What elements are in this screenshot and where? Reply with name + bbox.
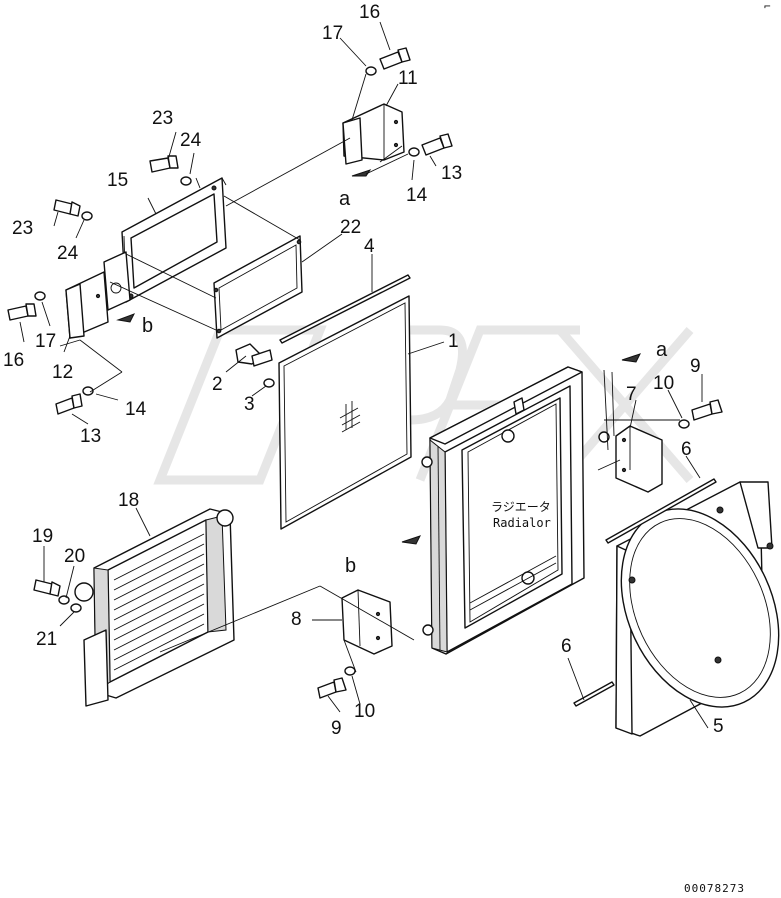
callout-9-lower: 9 (331, 718, 342, 739)
callout-10-right: 10 (653, 373, 674, 394)
washer-17-top (365, 66, 377, 76)
leader-lines (19, 21, 709, 729)
frame-part-15 (121, 177, 227, 303)
seal-part-6-lower (573, 681, 615, 707)
washer-20 (58, 595, 70, 605)
washer-14-top (408, 147, 420, 157)
callout-16-left: 16 (3, 350, 24, 371)
washer-24-left (81, 211, 93, 221)
callout-12: 12 (52, 362, 73, 383)
callout-13-left: 13 (80, 426, 101, 447)
callout-23-left: 23 (12, 218, 33, 239)
ref-b-left: b (142, 315, 153, 337)
washer-3 (263, 378, 275, 388)
callout-18: 18 (118, 490, 139, 511)
callout-16-top: 16 (359, 2, 380, 23)
callouts: 16 17 11 13 14 23 24 15 22 4 23 24 16 17… (3, 2, 724, 739)
callout-14-left: 14 (125, 399, 147, 420)
bolt-9-lower (317, 677, 347, 699)
shroud-part-5 (615, 481, 780, 737)
bolt-13-left (55, 393, 83, 415)
callout-7: 7 (626, 384, 637, 405)
callout-22: 22 (340, 217, 361, 238)
callout-17-top: 17 (322, 23, 343, 44)
radiator-assembly: ラジエータ Radialor (421, 366, 610, 655)
drawing-number: 00078273 (684, 882, 745, 895)
bolt-16-top (379, 47, 411, 70)
callout-24-left: 24 (57, 243, 79, 264)
bolt-23-upper (149, 155, 179, 173)
screen-part-1 (278, 295, 412, 530)
callout-3: 3 (244, 394, 255, 415)
bolt-23-left (53, 199, 81, 217)
bolt-13-top (421, 133, 453, 156)
bracket-left-support (103, 251, 131, 311)
callout-20: 20 (64, 546, 85, 567)
aftercooler-part-18 (74, 508, 235, 707)
ref-a-top: a (339, 188, 351, 210)
washer-14-left (82, 386, 94, 396)
callout-13-top: 13 (441, 163, 462, 184)
callout-24-upper: 24 (180, 130, 202, 151)
callout-17-left: 17 (35, 331, 56, 352)
bracket-part-11 (342, 103, 405, 165)
ref-b-center: b (345, 555, 356, 577)
bracket-part-12 (65, 271, 113, 339)
corner-mark: ⌐ (764, 0, 772, 13)
washer-21 (70, 603, 82, 613)
callout-4: 4 (364, 236, 375, 257)
callout-5: 5 (713, 716, 724, 737)
wing-bolt-2 (235, 343, 273, 367)
callout-2: 2 (212, 374, 223, 395)
hardware (7, 47, 723, 699)
plate-part-22 (213, 235, 303, 339)
seal-part-6-upper (605, 478, 717, 544)
callout-1: 1 (448, 331, 459, 352)
callout-11: 11 (398, 68, 418, 89)
seal-part-4 (279, 274, 411, 344)
callout-21: 21 (36, 629, 57, 650)
radiator-label-jp: ラジエータ (491, 500, 551, 514)
callout-19: 19 (32, 526, 53, 547)
callout-6-lower: 6 (561, 636, 572, 657)
callout-23-upper: 23 (152, 108, 173, 129)
bracket-part-8 (341, 589, 393, 655)
callout-6-upper: 6 (681, 439, 692, 460)
washer-24-upper (180, 176, 192, 186)
washer-10-right (678, 419, 690, 429)
washer-10-lower (344, 666, 356, 676)
washer-17-left (34, 291, 46, 301)
bolt-9-right (691, 399, 723, 421)
callout-8: 8 (291, 609, 302, 630)
callout-15: 15 (107, 170, 128, 191)
reference-letters: a a b b (142, 188, 668, 577)
radiator-label-en: Radialor (493, 516, 551, 530)
bolt-16-left (7, 303, 37, 321)
ref-a-right: a (656, 339, 668, 361)
bolt-19 (33, 579, 61, 597)
callout-10-lower: 10 (354, 701, 375, 722)
callout-9-right: 9 (690, 356, 701, 377)
callout-14-top: 14 (406, 185, 428, 206)
